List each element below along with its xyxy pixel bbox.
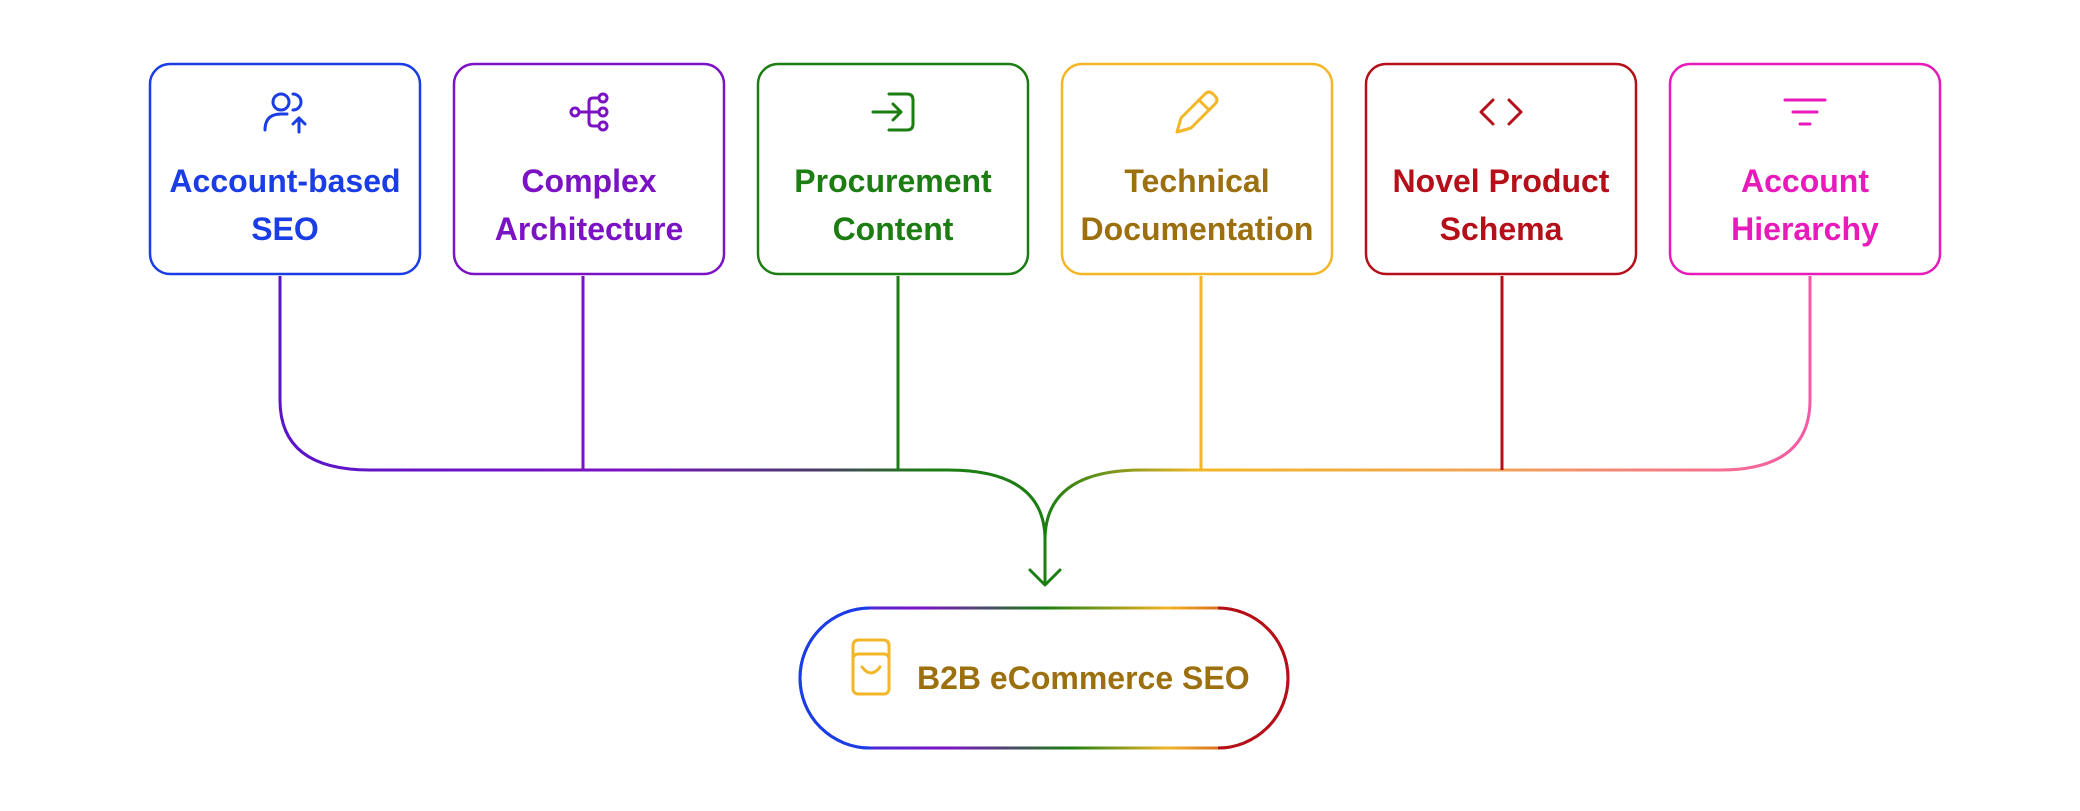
right-trunk-connector [1043,276,1812,541]
filter-lines-icon [1783,98,1827,126]
source-label-technical-documentation-line-1: Technical [1124,163,1269,199]
branch-nodes-icon [569,92,609,132]
source-label-account-hierarchy-line-1: Account [1741,163,1869,199]
source-label-account-hierarchy-line-2: Hierarchy [1731,211,1879,247]
source-box-account-based-seo [148,62,422,276]
pencil-icon [1175,90,1219,134]
source-label-procurement-content-line-1: Procurement [794,163,992,199]
source-label-complex-architecture-line-1: Complex [521,163,656,199]
source-label-complex-architecture-line-2: Architecture [495,211,684,247]
source-box-novel-product-schema [1364,62,1638,276]
code-brackets-icon [1479,98,1523,126]
left-trunk-connector [278,276,1047,541]
source-box-complex-architecture [452,62,726,276]
target-label: B2B eCommerce SEO [917,660,1250,696]
source-label-novel-product-schema-line-1: Novel Product [1393,163,1610,199]
target-node-b2b-ecommerce-seo: B2B eCommerce SEO [798,606,1290,750]
source-label-technical-documentation-line-2: Documentation [1081,211,1314,247]
arrow-head-icon [1028,568,1062,587]
source-label-account-based-seo-line-2: SEO [251,211,319,247]
source-label-account-based-seo-line-1: Account-based [169,163,400,199]
target-pill-left-arc [798,606,871,750]
source-box-account-hierarchy [1668,62,1942,276]
target-pill-right-arc [1217,606,1290,750]
source-box-technical-documentation [1060,62,1334,276]
connector-lines [278,276,1812,587]
sign-in-icon [871,92,915,132]
source-label-procurement-content-line-2: Content [833,211,954,247]
source-label-novel-product-schema-line-2: Schema [1440,211,1563,247]
source-box-procurement-content [756,62,1030,276]
user-up-arrow-icon [263,92,307,134]
shopping-bag-icon [851,638,891,696]
